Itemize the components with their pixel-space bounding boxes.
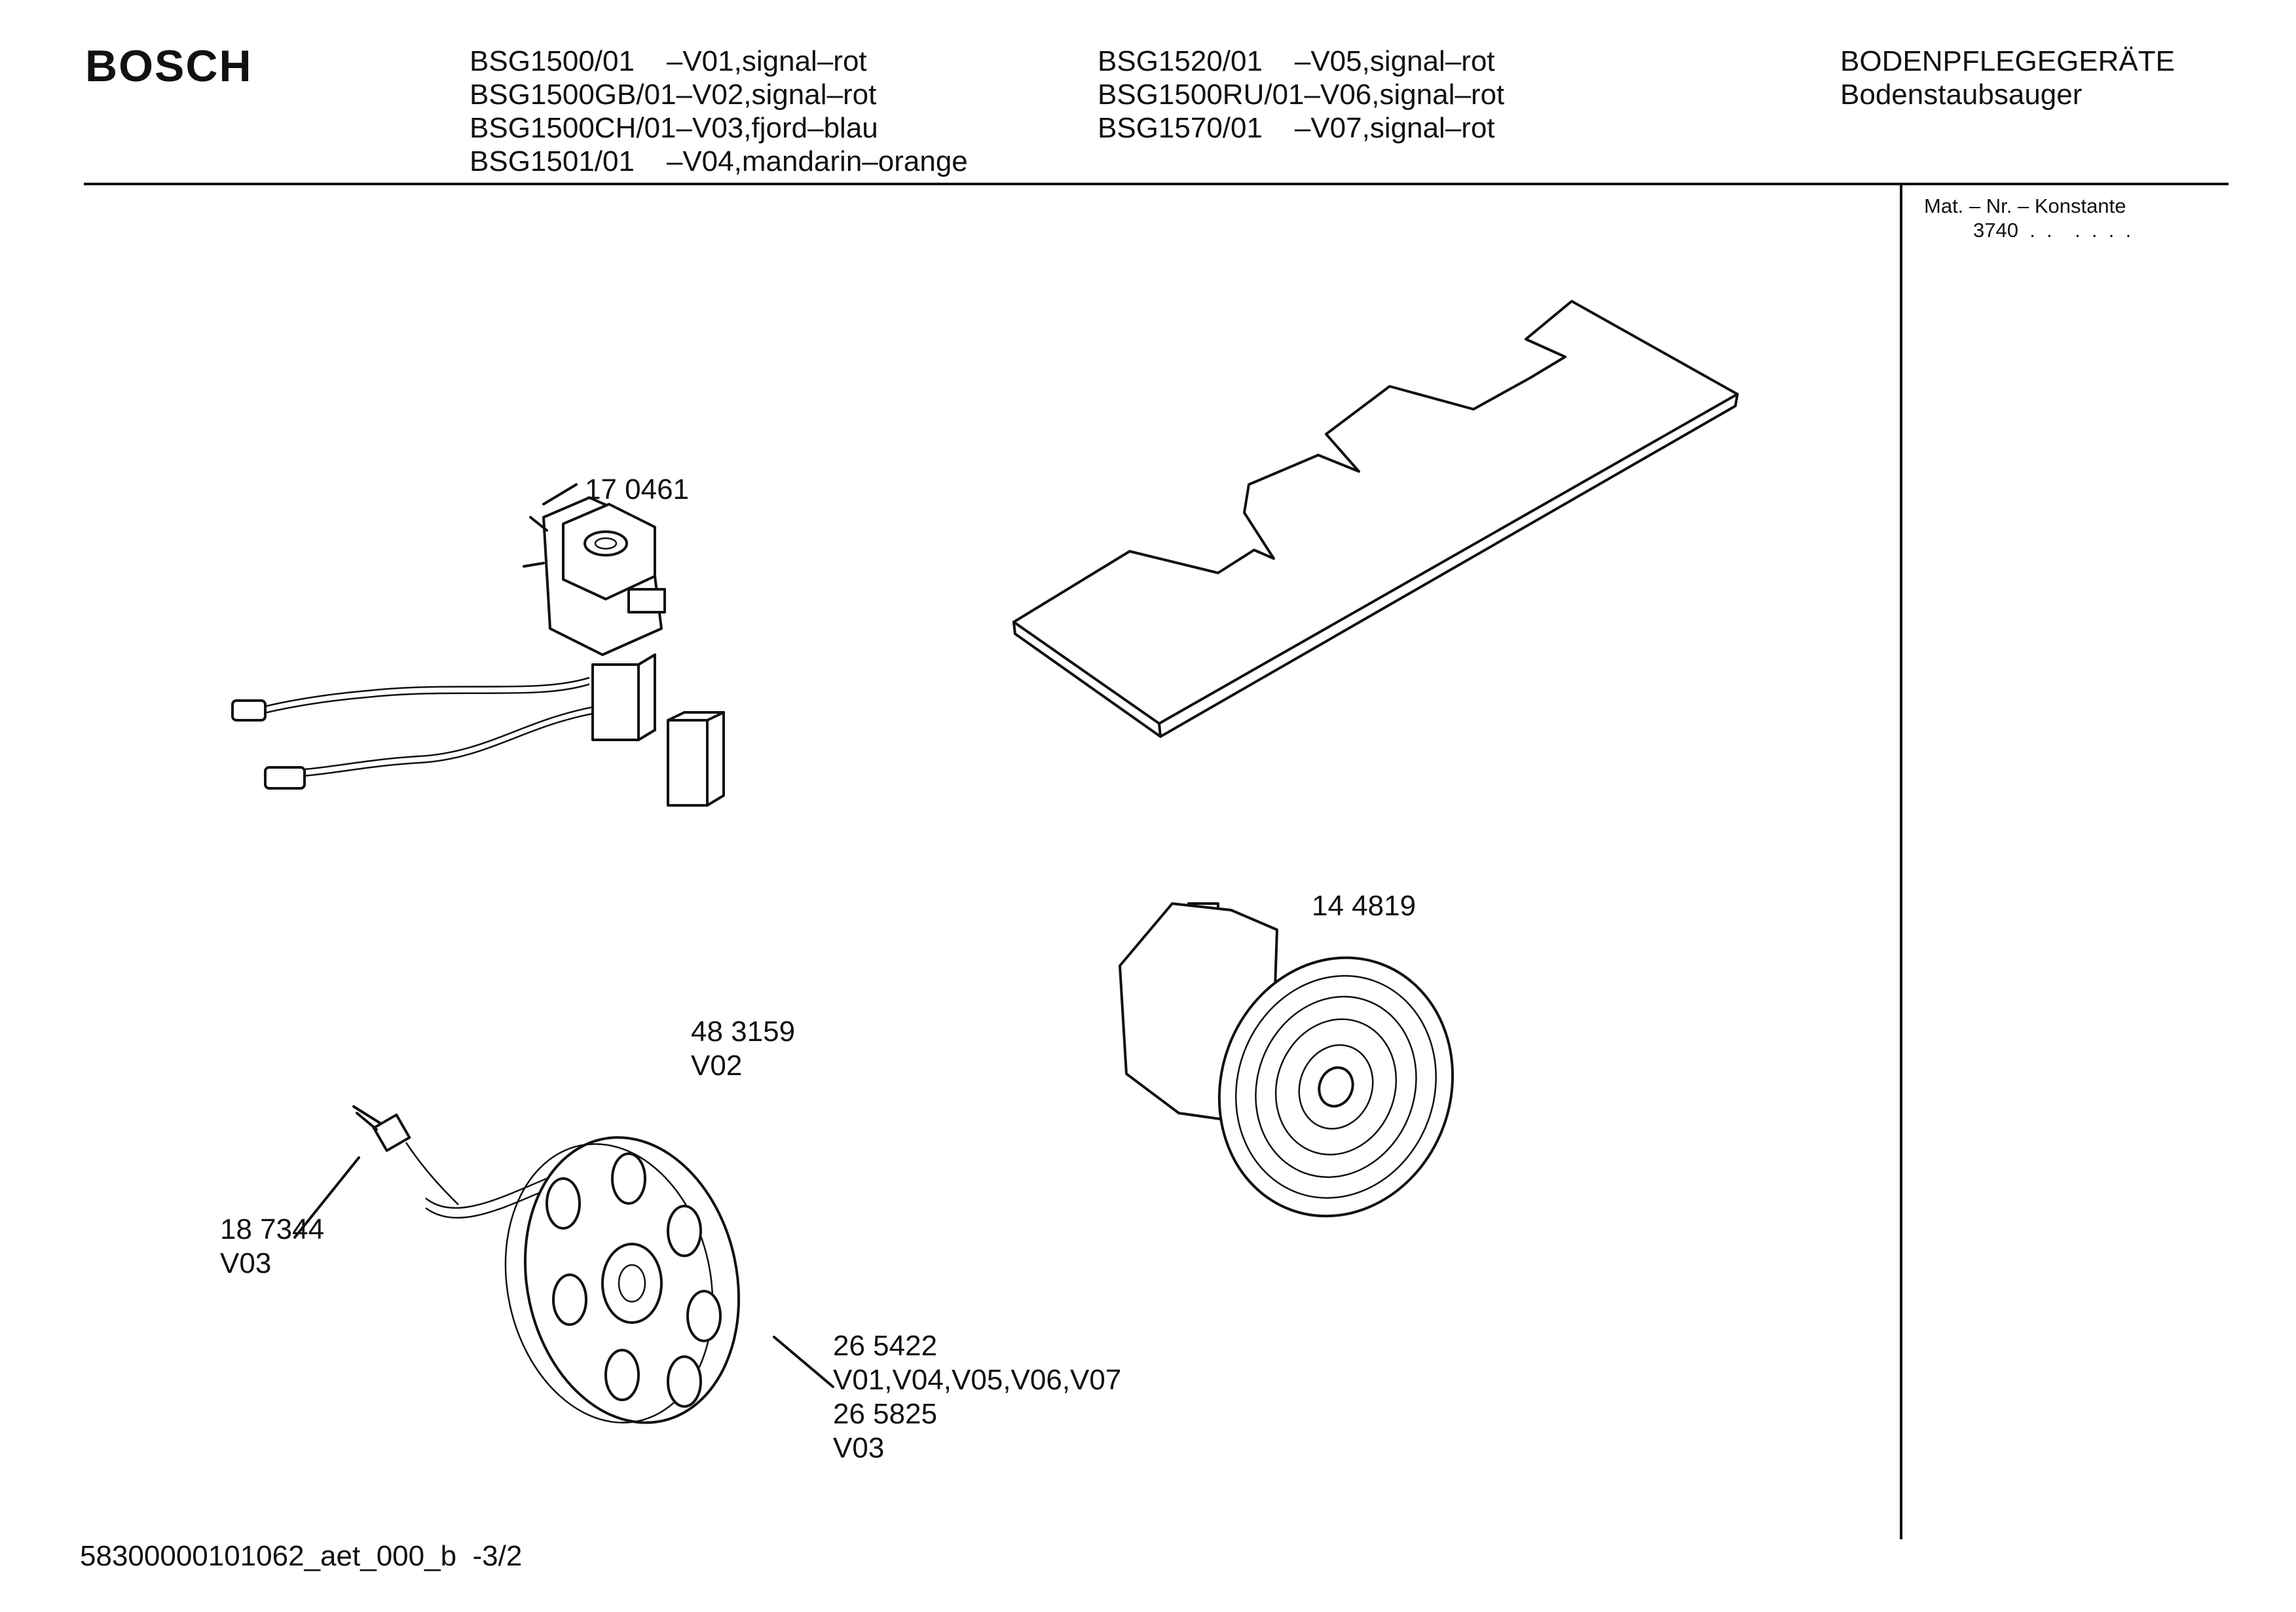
part-label-motor: 14 4819	[1312, 889, 1416, 923]
motor-drawing	[1119, 902, 1454, 1218]
part-number: 17 0461	[585, 473, 690, 505]
mat-nr-block: Mat. – Nr. – Konstante 3740 . . . . . .	[1924, 194, 2131, 242]
category-block: BODENPFLEGEGERÄTE Bodenstaubsauger	[1840, 45, 2175, 111]
part-variant: V01,V04,V05,V06,V07	[833, 1364, 1122, 1396]
part-number: 26 5422	[833, 1330, 938, 1362]
mat-nr-label: Mat. – Nr. – Konstante	[1924, 194, 2126, 217]
document-id: 58300000101062_aet_000_b -3/2	[80, 1540, 523, 1572]
model-line: BSG1520/01 –V05,signal–rot	[1098, 45, 1495, 77]
part-variant: V03	[220, 1247, 272, 1279]
model-line: BSG1500CH/01–V03,fjord–blau	[470, 112, 878, 144]
part-label-plug: 18 7344 V03	[220, 1213, 324, 1281]
part-label-cable-reel: 26 5422 V01,V04,V05,V06,V07 26 5825 V03	[833, 1329, 1121, 1465]
part-number: 18 7344	[220, 1213, 325, 1245]
part-label-reel: 48 3159 V02	[691, 1015, 795, 1083]
switch-assembly-drawing	[231, 483, 725, 807]
leader-line	[293, 1156, 360, 1239]
model-line: BSG1500GB/01–V02,signal–rot	[470, 79, 877, 111]
model-list-right: BSG1520/01 –V05,signal–rot BSG1500RU/01–…	[1098, 45, 1504, 145]
model-line: BSG1500/01 –V01,signal–rot	[470, 45, 867, 77]
header-divider	[84, 183, 2229, 185]
model-list-left: BSG1500/01 –V01,signal–rot BSG1500GB/01–…	[470, 45, 968, 178]
model-line: BSG1570/01 –V07,signal–rot	[1098, 112, 1495, 144]
model-line: BSG1501/01 –V04,mandarin–orange	[470, 145, 968, 177]
cable-reel-drawing	[352, 1105, 741, 1424]
model-line: BSG1500RU/01–V06,signal–rot	[1098, 79, 1505, 111]
category-title: BODENPFLEGEGERÄTE	[1840, 45, 2176, 77]
part-number: 48 3159	[691, 1016, 796, 1048]
mat-nr-value: 3740 . . . . . .	[1973, 219, 2132, 242]
filter-pad-drawing	[1012, 300, 1739, 738]
brand-logo: BOSCH	[85, 41, 253, 91]
part-variant: V02	[691, 1050, 743, 1082]
part-number: 14 4819	[1312, 890, 1416, 922]
part-label-switch: 17 0461	[585, 473, 689, 507]
part-number: 26 5825	[833, 1398, 938, 1430]
leader-line	[773, 1336, 834, 1388]
part-variant: V03	[833, 1432, 885, 1464]
side-divider	[1900, 184, 1902, 1539]
subcategory-title: Bodenstaubsauger	[1840, 79, 2083, 111]
